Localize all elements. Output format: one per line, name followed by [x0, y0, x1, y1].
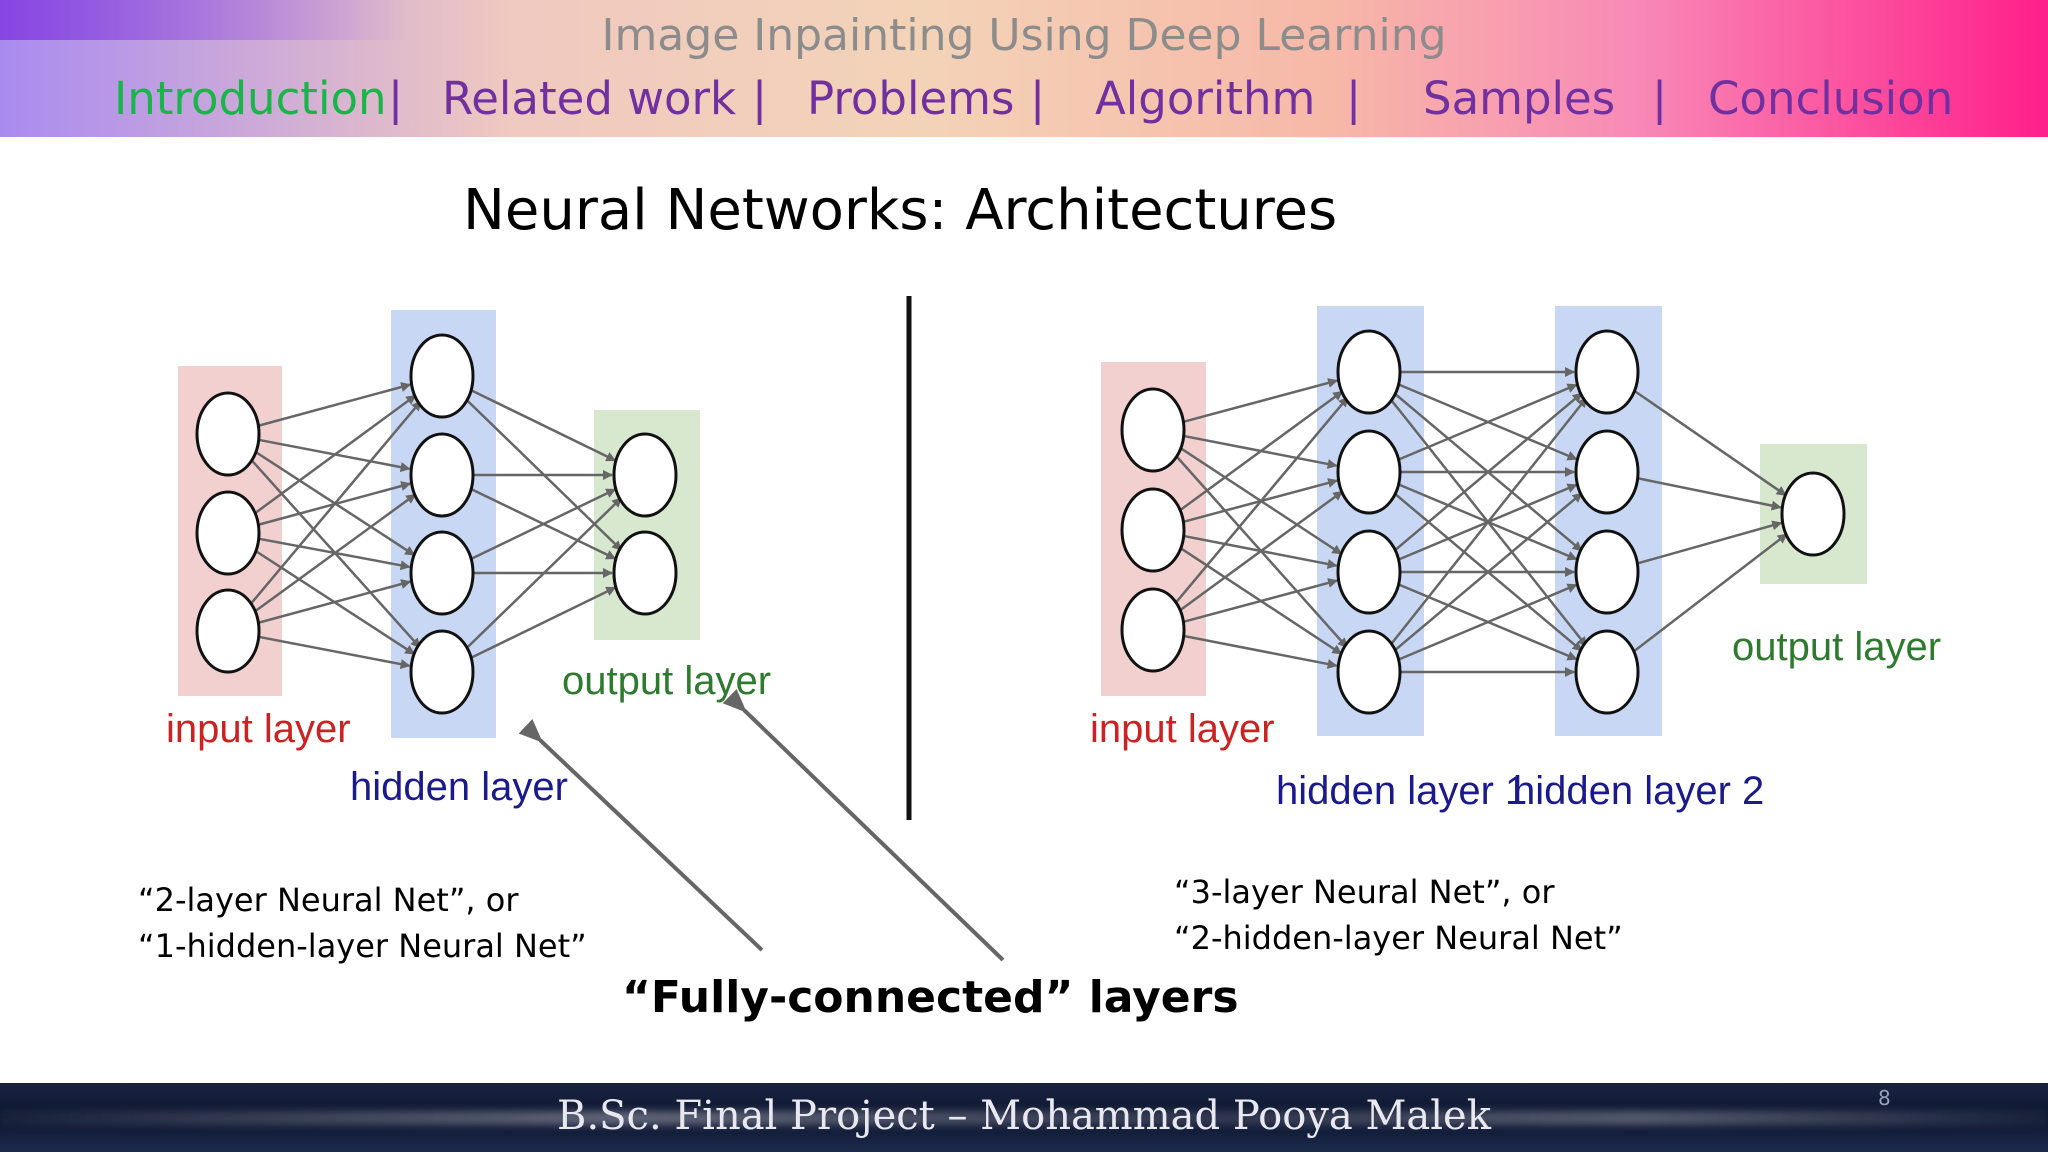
neuron — [195, 588, 261, 674]
connection — [1391, 492, 1583, 654]
neuron — [409, 629, 475, 715]
nav-item-algorithm[interactable]: Algorithm — [1095, 72, 1316, 125]
connection — [1397, 383, 1578, 462]
nav-item-problems[interactable]: Problems — [807, 72, 1015, 125]
connection — [469, 586, 617, 660]
footer-text: B.Sc. Final Project – Mohammad Pooya Mal… — [557, 1093, 1491, 1139]
connection — [1177, 490, 1344, 613]
neuron — [1574, 329, 1640, 415]
connection — [252, 493, 417, 614]
section-nav: Introduction | Related work | Problems |… — [0, 72, 2048, 132]
connection — [1631, 388, 1787, 497]
neuron — [1336, 529, 1402, 615]
left-caption-line: “1-hidden-layer Neural Net” — [138, 927, 587, 965]
neuron — [1120, 387, 1186, 473]
nav-item-conclusion[interactable]: Conclusion — [1708, 72, 1954, 125]
nav-separator: | — [1652, 72, 1668, 125]
connection — [463, 497, 623, 652]
nav-separator: | — [1030, 72, 1046, 125]
left-caption-line: “2-layer Neural Net”, or — [138, 881, 519, 919]
page-number: 8 — [1878, 1086, 1891, 1110]
connection — [1177, 390, 1344, 513]
left-network-connections — [246, 382, 623, 670]
left-network-nodes — [195, 333, 678, 715]
neuron — [1120, 487, 1186, 573]
connection — [1636, 520, 1783, 565]
output-layer-label: output layer — [1732, 625, 1941, 669]
slide-header: Image Inpainting Using Deep Learning Int… — [0, 0, 2048, 137]
left-caption: “2-layer Neural Net”, or “1-hidden-layer… — [138, 877, 587, 969]
connection — [469, 388, 617, 462]
nav-separator: | — [752, 72, 768, 125]
connection — [257, 382, 412, 428]
neuron — [409, 333, 475, 419]
callout-arrow-output — [722, 688, 1005, 962]
right-network-nodes — [1120, 329, 1846, 715]
nav-separator: | — [1346, 72, 1362, 125]
connection — [257, 579, 412, 625]
fully-connected-label: “Fully-connected” layers — [622, 972, 1239, 1023]
slide-title: Neural Networks: Architectures — [463, 178, 1338, 243]
callout-arrow-hidden — [518, 718, 764, 952]
nav-item-introduction[interactable]: Introduction — [114, 72, 387, 125]
neuron — [1336, 329, 1402, 415]
connection — [1637, 476, 1782, 511]
neuron — [195, 391, 261, 477]
neuron — [612, 530, 678, 616]
nav-item-related-work[interactable]: Related work — [442, 72, 737, 125]
connection — [1182, 578, 1339, 624]
connection — [1630, 533, 1788, 655]
hidden-layer-2-label: hidden layer 2 — [1513, 769, 1764, 813]
right-network-connections — [1171, 367, 1788, 677]
neuron — [195, 490, 261, 576]
neuron — [1336, 629, 1402, 715]
header-glow — [0, 0, 2048, 40]
connection — [246, 400, 422, 609]
right-caption-line: “2-hidden-layer Neural Net” — [1174, 919, 1623, 957]
neuron — [409, 432, 475, 518]
neuron — [1574, 629, 1640, 715]
connection — [1397, 583, 1578, 662]
connection — [1183, 634, 1338, 669]
connection — [1391, 392, 1583, 554]
right-caption-line: “3-layer Neural Net”, or — [1174, 873, 1555, 911]
connection — [258, 635, 411, 670]
presentation-title: Image Inpainting Using Deep Learning — [601, 10, 1447, 61]
connection — [1387, 397, 1588, 649]
hidden-layer-1-label: hidden layer 1 — [1276, 769, 1527, 813]
neuron — [1336, 429, 1402, 515]
right-caption: “3-layer Neural Net”, or “2-hidden-layer… — [1174, 869, 1623, 961]
input-layer-label: input layer — [166, 707, 351, 751]
output-layer-label: output layer — [562, 659, 771, 703]
nav-separator: | — [388, 72, 404, 125]
nav-item-samples[interactable]: Samples — [1423, 72, 1616, 125]
connection — [1171, 396, 1349, 608]
neuron — [1574, 529, 1640, 615]
neuron — [1120, 587, 1186, 673]
left-network: input layer hidden layer output layer — [166, 310, 771, 809]
neuron — [612, 432, 678, 518]
connection — [469, 488, 617, 561]
neuron — [409, 530, 475, 616]
connection — [252, 394, 417, 516]
slide-footer: B.Sc. Final Project – Mohammad Pooya Mal… — [0, 1083, 2048, 1152]
input-layer-label: input layer — [1090, 707, 1275, 751]
footer-streak — [0, 1111, 2048, 1125]
connection — [1182, 378, 1339, 424]
neuron — [1574, 429, 1640, 515]
hidden-layer-label: hidden layer — [350, 765, 568, 809]
neuron — [1780, 471, 1846, 557]
right-network: input layer hidden layer 1 hidden layer … — [1090, 306, 1941, 813]
